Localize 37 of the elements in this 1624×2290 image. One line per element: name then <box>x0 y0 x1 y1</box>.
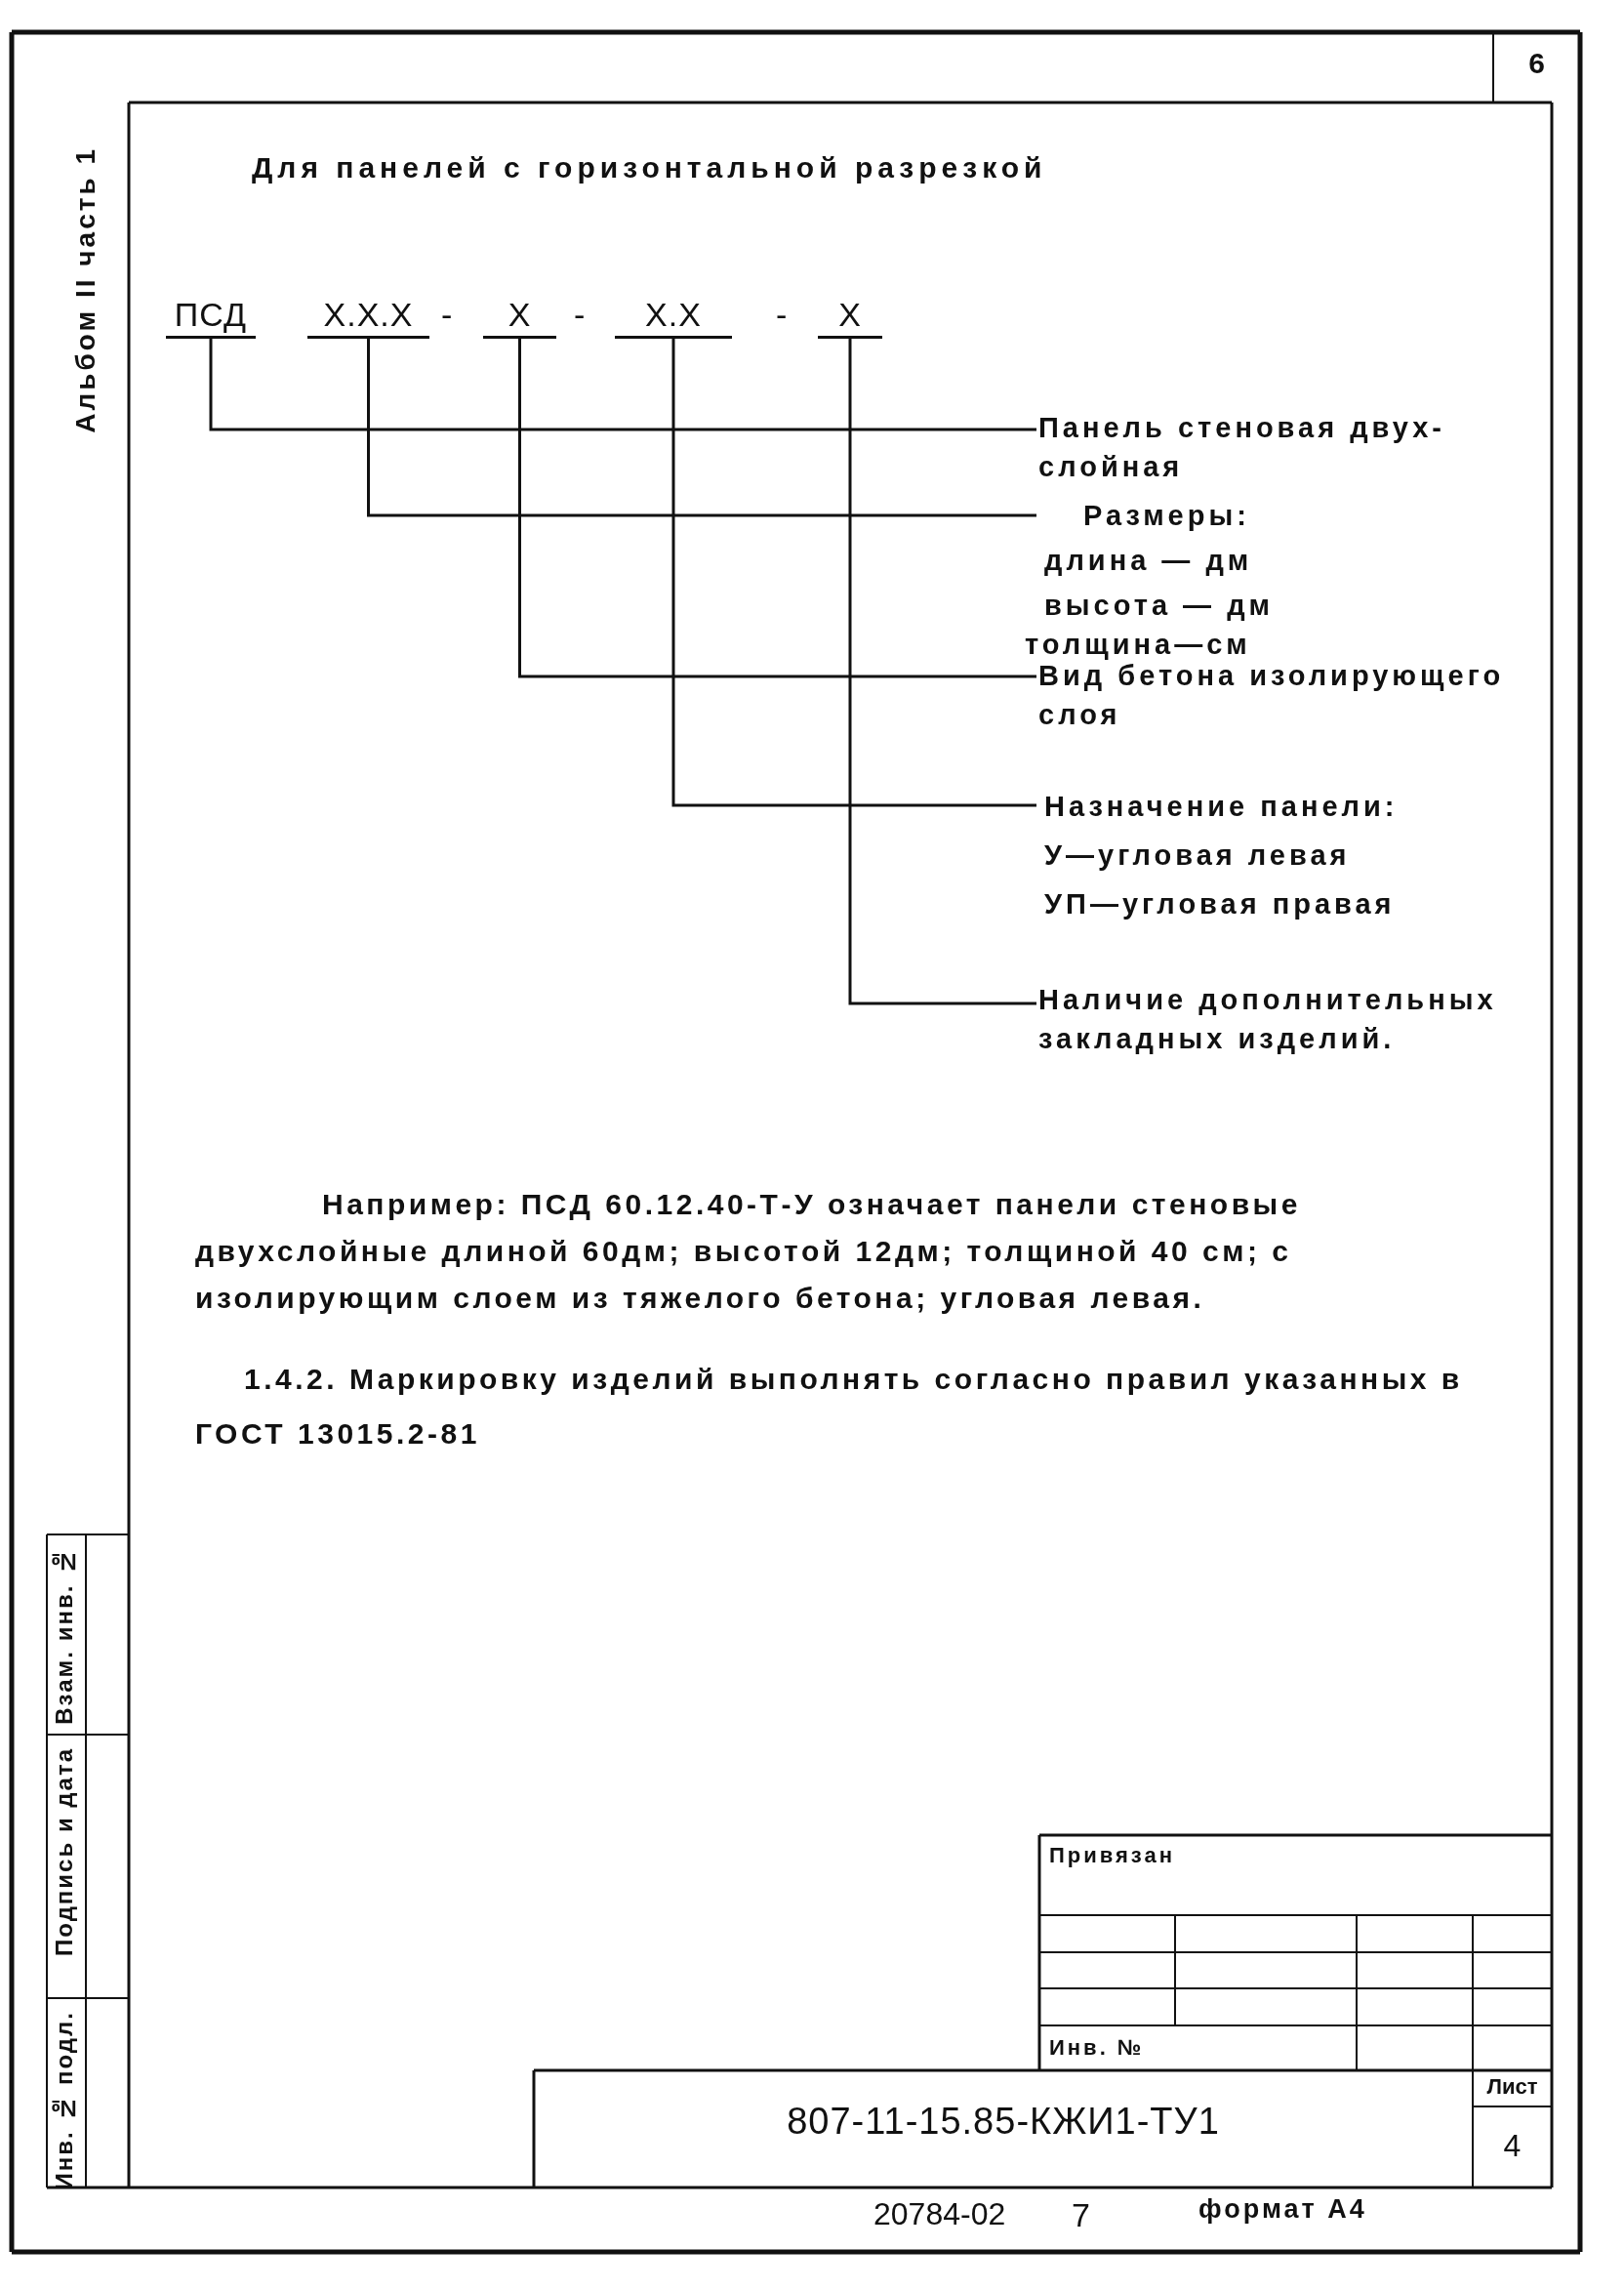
leader-line <box>518 339 1036 678</box>
code-segment: Х.Х <box>615 293 732 339</box>
code-segment: Х <box>483 293 556 339</box>
description-line: длина — дм <box>1044 544 1254 578</box>
stamp-label: Привязан <box>1049 1843 1175 1868</box>
description-text: Панель стеновая двух- слойная <box>1038 408 1546 486</box>
archive-number: 20784-02 <box>873 2196 1006 2232</box>
description-line: толщина—см <box>1025 628 1252 662</box>
code-segment: Х <box>818 293 882 339</box>
heading: Для панелей с горизонтальной разрезкой <box>252 151 1047 184</box>
description-heading: Назначение панели: <box>1044 790 1400 824</box>
description-line: высота — дм <box>1044 589 1276 623</box>
format-note: формат А4 <box>1198 2194 1367 2225</box>
leader-line <box>209 339 1036 431</box>
margin-note: Альбом II часть 1 <box>70 146 102 433</box>
code-segment: ПСД <box>166 293 256 339</box>
stamp-label: Инв. № <box>1049 2035 1145 2061</box>
stamp-label: Взам. инв. № <box>51 1547 78 1725</box>
separator-dash: - <box>574 295 586 335</box>
leader-line <box>671 339 1036 807</box>
stamp-label: Подпись и дата <box>51 1747 78 1956</box>
description-line: У—угловая левая <box>1044 838 1352 873</box>
description-line: УП—угловая правая <box>1044 887 1397 921</box>
example-paragraph: Например: ПСД 60.12.40-Т-У означает панели стеновые двухслойные длиной 60дм; высотой 12дм; толщиной 40 см; с изолирующим слоем из тяжелого бетона; угловая левая. <box>195 1187 1302 1316</box>
document-code: 807-11-15.85-КЖИ1-ТУ1 <box>786 2101 1221 2143</box>
description-text: Наличие дополнительных закладных изделий. <box>1038 980 1551 1058</box>
page-number: 6 <box>1527 47 1546 80</box>
sheet-number: 4 <box>1502 2128 1522 2164</box>
separator-dash: - <box>441 295 453 335</box>
stamp-label: Лист <box>1485 2074 1539 2100</box>
separator-dash: - <box>776 295 788 335</box>
note-paragraph: 1.4.2. Маркировку изделий выполнять согласно правил указанных в ГОСТ 13015.2-81 <box>195 1362 1464 1452</box>
code-segment: Х.Х.Х <box>307 293 429 339</box>
leader-line <box>367 339 1036 517</box>
copy-number: 7 <box>1072 2196 1090 2234</box>
leader-line <box>848 339 1036 1005</box>
description-heading: Размеры: <box>1083 499 1251 533</box>
